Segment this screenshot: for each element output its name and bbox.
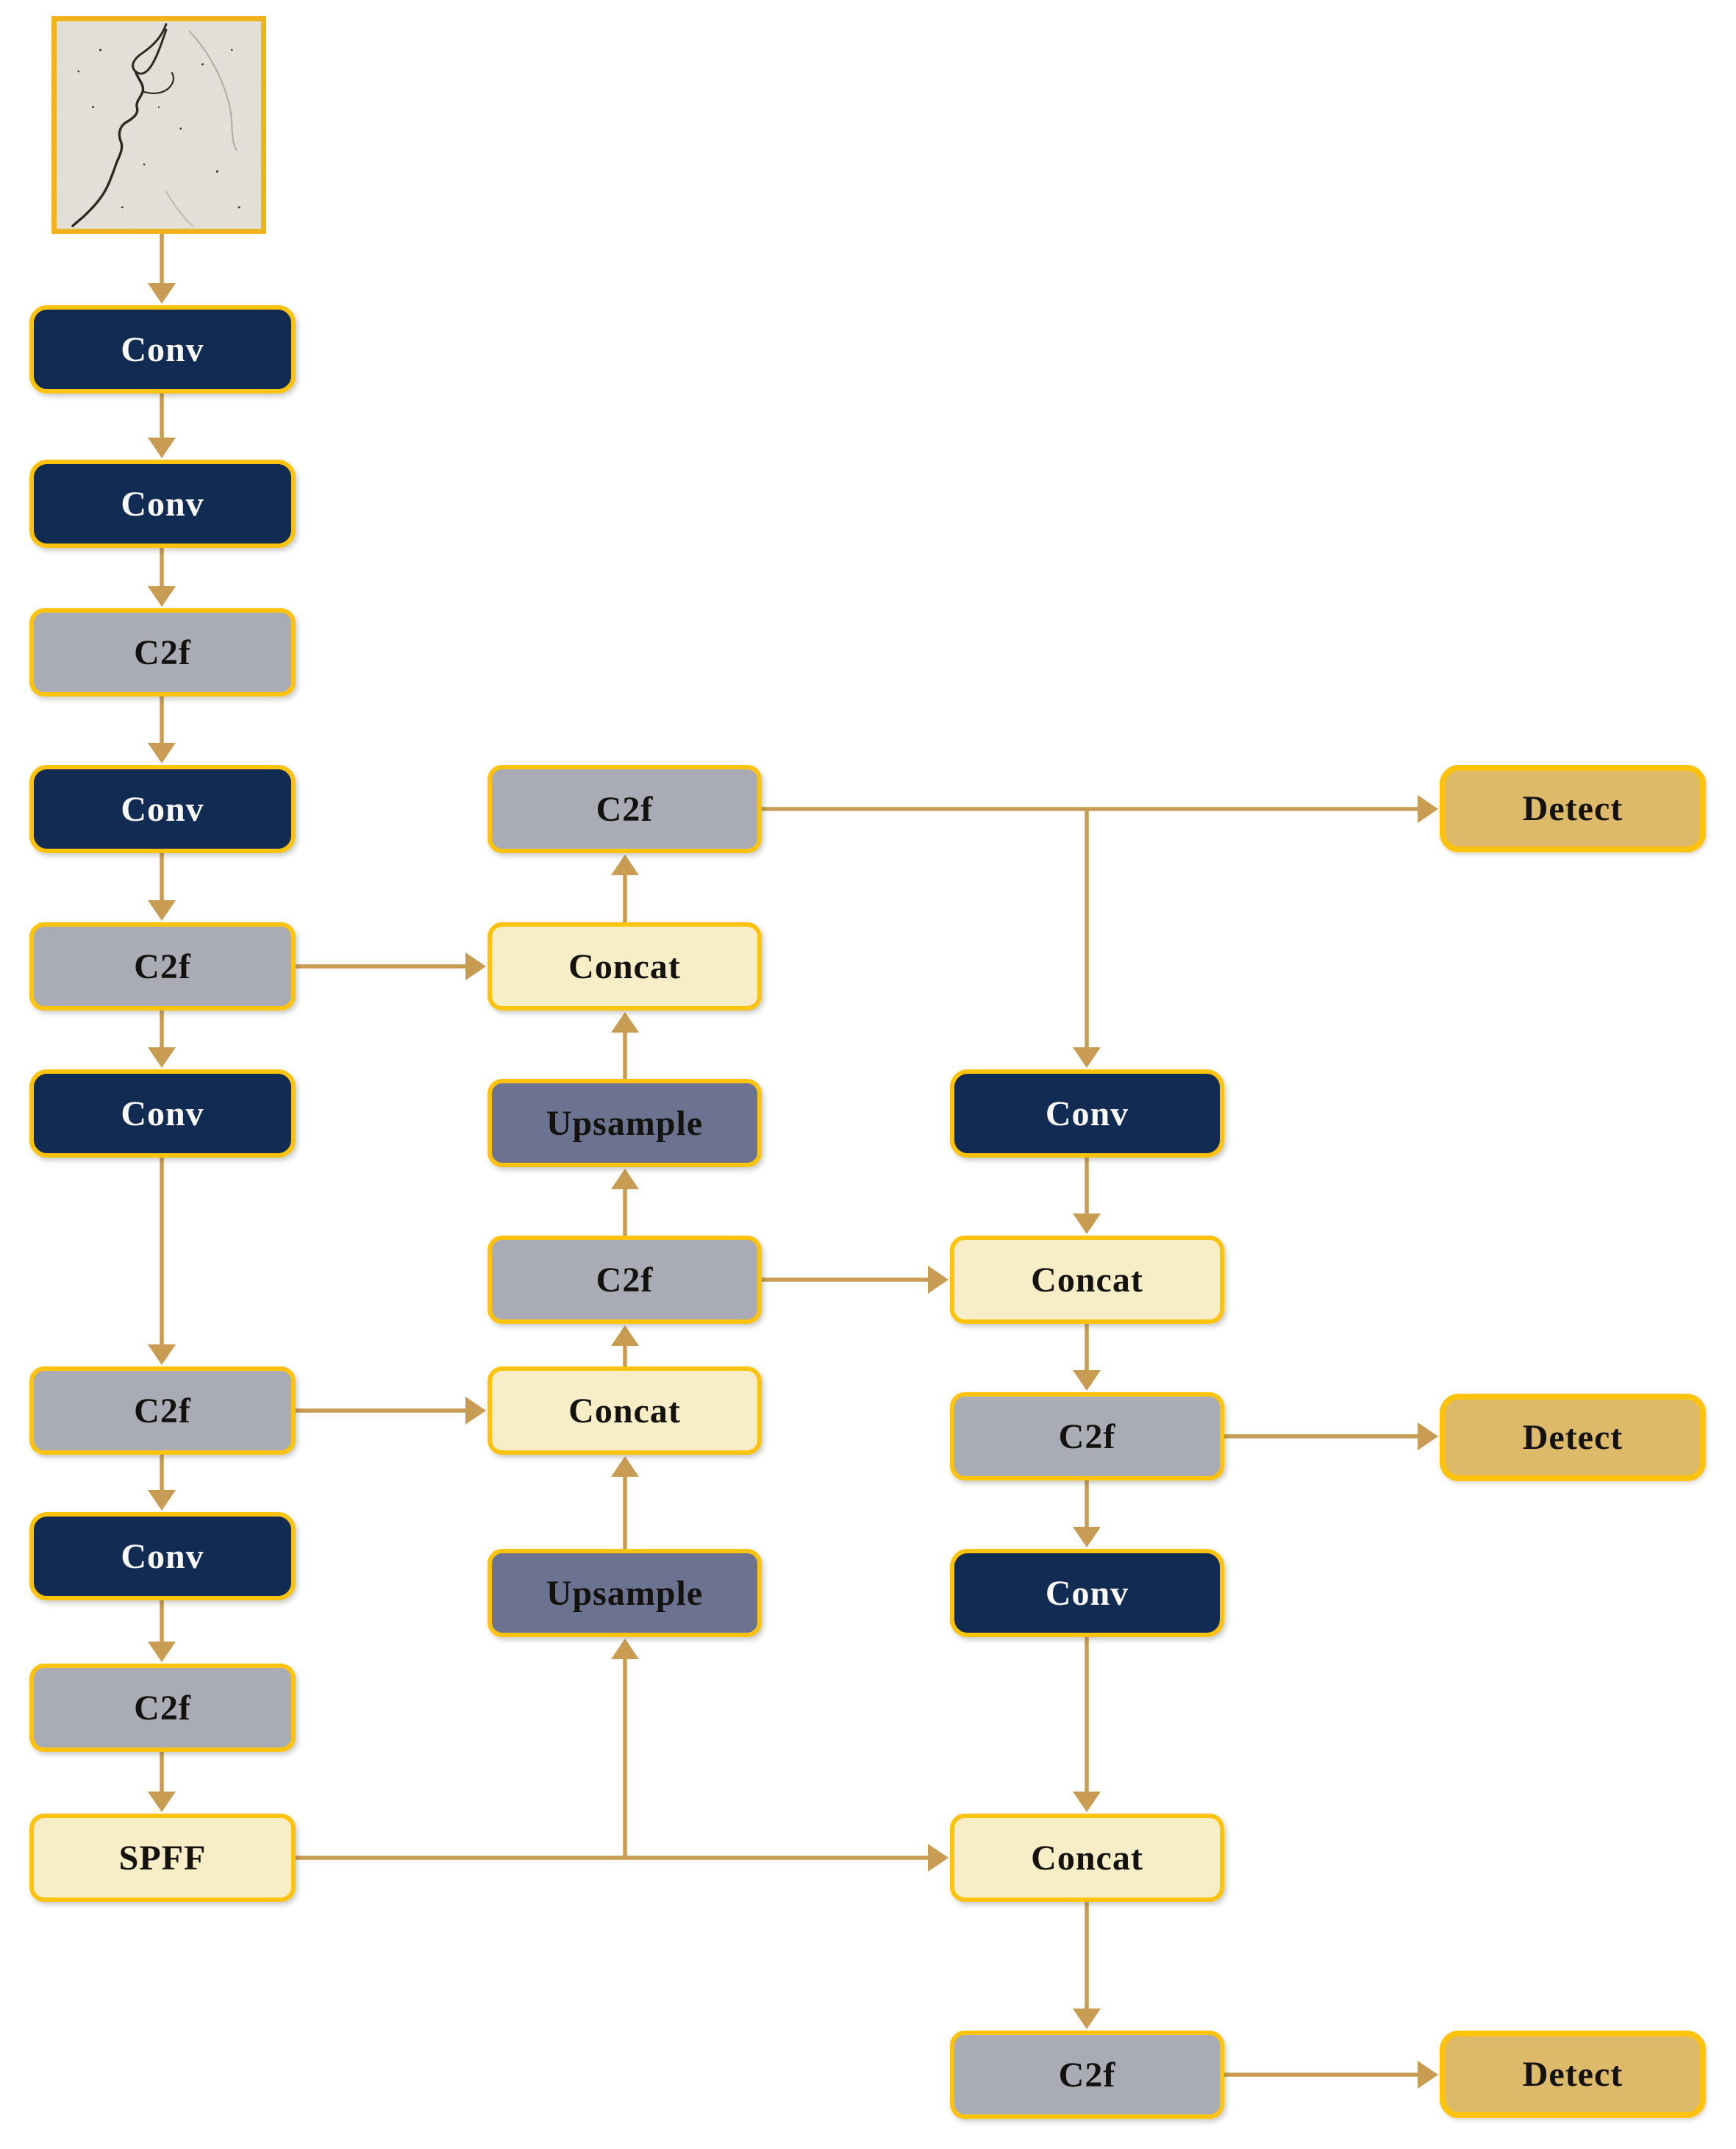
node-neck-upsample-1: Upsample [487, 1079, 762, 1167]
edge-headconv1-headconcat1 [1073, 1158, 1101, 1234]
node-detect-3: Detect [1440, 2031, 1706, 2118]
node-backbone-conv-4: Conv [29, 1069, 296, 1158]
edge-headc2f1-detect2 [1224, 1422, 1438, 1450]
edge-conv1-conv2 [148, 393, 176, 458]
crack-photo-graphic [57, 21, 261, 229]
node-head-concat-2: Concat [950, 1814, 1224, 1902]
node-neck-c2f-mid: C2f [487, 1236, 762, 1324]
edge-upsample2-concat2 [611, 1456, 639, 1549]
node-neck-concat-1: Concat [487, 922, 762, 1011]
edge-c2f1-conv3 [148, 696, 176, 763]
edge-c2ftop-headconv1 [1073, 809, 1101, 1068]
edge-headc2f2-detect3 [1224, 2061, 1438, 2089]
edge-headconcat1-headc2f1 [1073, 1324, 1101, 1391]
edge-conv5-c2f4 [148, 1600, 176, 1662]
node-detect-2: Detect [1440, 1394, 1706, 1481]
node-backbone-spff: SPFF [29, 1814, 296, 1902]
edge-c2ftop-detect1 [762, 795, 1438, 823]
node-head-c2f-1: C2f [950, 1392, 1224, 1480]
node-backbone-c2f-2: C2f [29, 922, 296, 1011]
edge-concat1-c2ftop [611, 855, 639, 922]
node-head-conv-2: Conv [950, 1549, 1224, 1637]
edge-conv2-c2f1 [148, 548, 176, 607]
input-crack-image [51, 16, 266, 234]
edge-spff-upsample2 [611, 1639, 639, 1858]
edge-conv4-c2f3 [148, 1158, 176, 1365]
edge-spff-concat2-head [296, 1844, 949, 1872]
edge-c2f3-concat2 [296, 1397, 486, 1425]
edge-conv3-c2f2 [148, 853, 176, 921]
node-backbone-conv-1: Conv [29, 305, 296, 393]
edge-c2fmid-headconcat1 [762, 1266, 949, 1294]
edge-c2f4-spff [148, 1752, 176, 1812]
edge-headconcat2-headc2f2 [1073, 1902, 1101, 2029]
edge-c2f2-conv4 [148, 1011, 176, 1068]
node-neck-upsample-2: Upsample [487, 1549, 762, 1637]
node-backbone-c2f-4: C2f [29, 1664, 296, 1752]
edge-upsample1-concat1 [611, 1012, 639, 1079]
node-backbone-c2f-1: C2f [29, 608, 296, 696]
node-backbone-conv-5: Conv [29, 1512, 296, 1600]
edge-headc2f1-headconv2 [1073, 1480, 1101, 1547]
edge-c2f3-conv5 [148, 1455, 176, 1511]
node-neck-c2f-top: C2f [487, 765, 762, 853]
edge-c2fmid-upsample1 [611, 1169, 639, 1236]
node-backbone-conv-3: Conv [29, 765, 296, 853]
edge-c2f2-concat1 [296, 952, 486, 980]
edge-headconv2-headconcat2 [1073, 1637, 1101, 1812]
node-head-concat-1: Concat [950, 1236, 1224, 1324]
edge-concat2-c2fmid [611, 1325, 639, 1366]
node-head-conv-1: Conv [950, 1069, 1224, 1158]
edge-input-conv1 [148, 234, 176, 304]
node-backbone-c2f-3: C2f [29, 1366, 296, 1455]
node-backbone-conv-2: Conv [29, 460, 296, 548]
node-head-c2f-2: C2f [950, 2031, 1224, 2119]
node-detect-1: Detect [1440, 765, 1706, 852]
node-neck-concat-2: Concat [487, 1366, 762, 1455]
